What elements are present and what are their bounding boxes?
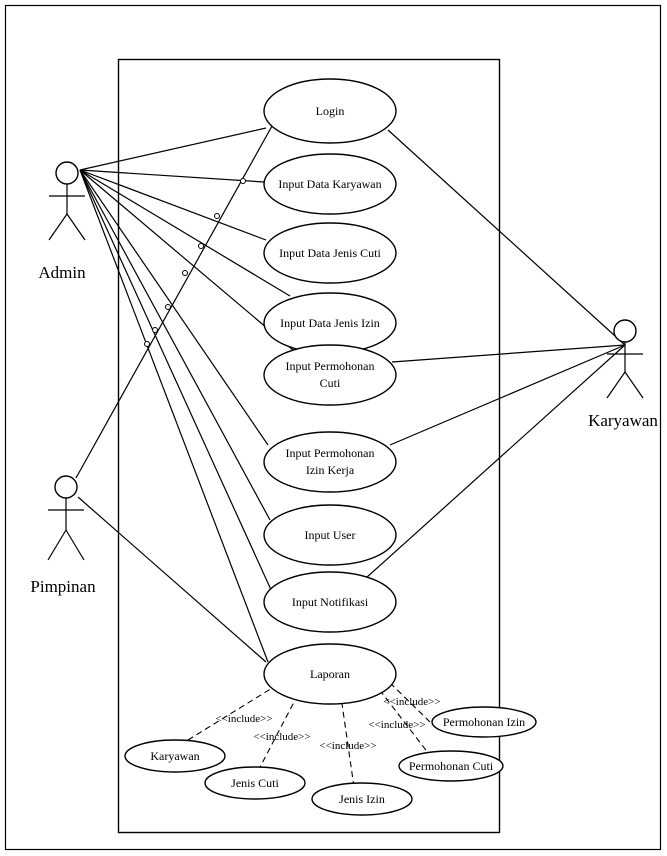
assoc-karyawan-input-permohonan-izin [389, 344, 626, 446]
include-label: <<include>> [383, 696, 440, 708]
actor-admin[interactable]: Admin [38, 161, 86, 282]
assoc-admin-laporan [79, 169, 269, 663]
outer-frame [4, 4, 662, 851]
use-case-label: Input Data Karyawan [278, 177, 381, 191]
assoc-karyawan-input-permohonan-cuti [391, 344, 626, 363]
include-line-jenis-izin [338, 682, 355, 788]
actor-head [54, 475, 78, 499]
assoc-pimpinan-login [75, 125, 273, 479]
use-case-input-data-jenis-izin[interactable]: Input Data Jenis Izin [263, 292, 397, 354]
use-case-label: Input User [305, 528, 356, 542]
use-case-input-notifikasi[interactable]: Input Notifikasi [263, 571, 397, 633]
use-case-input-data-karyawan[interactable]: Input Data Karyawan [263, 153, 397, 215]
crossing-hop [152, 327, 158, 333]
report-case-label: Jenis Cuti [231, 776, 279, 790]
report-case-label: Jenis Izin [339, 792, 385, 806]
report-case-jenis-izin[interactable]: Jenis Izin [311, 782, 413, 816]
crossing-hop [144, 341, 150, 347]
crossing-hop [198, 243, 204, 249]
assoc-pimpinan-laporan [77, 496, 267, 663]
include-label: <<include>> [368, 719, 425, 731]
include-label: <<include>> [253, 731, 310, 743]
use-case-label-line1: Input Permohonan [286, 446, 375, 460]
assoc-karyawan-login [387, 129, 626, 346]
actor-karyawan[interactable]: Karyawan [588, 319, 658, 430]
associations [75, 125, 626, 663]
crossing-hop [214, 213, 220, 219]
use-case-label: Input Notifikasi [292, 595, 369, 609]
assoc-admin-input-data-jenis-izin [79, 169, 291, 297]
report-case-label: Permohonan Izin [443, 715, 525, 729]
use-case-label: Input Data Jenis Izin [280, 316, 380, 330]
actor-head [613, 319, 637, 343]
include-label: <<include>> [215, 713, 272, 725]
use-case-input-permohonan-cuti[interactable]: Input Permohonan Cuti [263, 344, 397, 406]
include-label: <<include>> [319, 740, 376, 752]
assoc-admin-input-user [79, 169, 271, 521]
use-case-label: Laporan [310, 667, 350, 681]
report-case-permohonan-cuti[interactable]: Permohonan Cuti [398, 750, 504, 782]
use-case-input-permohonan-izin-kerja[interactable]: Input Permohonan Izin Kerja [263, 431, 397, 493]
actor-label: Admin [38, 263, 86, 282]
crossing-hop [165, 304, 171, 310]
assoc-karyawan-input-notifikasi [365, 344, 626, 579]
use-case-input-data-jenis-cuti[interactable]: Input Data Jenis Cuti [263, 222, 397, 284]
use-case-laporan[interactable]: Laporan [263, 643, 397, 705]
actor-label: Karyawan [588, 411, 658, 430]
report-case-permohonan-izin[interactable]: Permohonan Izin [431, 706, 537, 738]
assoc-admin-login [79, 127, 267, 171]
assoc-admin-input-permohonan-izin [79, 169, 269, 446]
use-case-label: Input Data Jenis Cuti [279, 246, 381, 260]
assoc-admin-input-permohonan-cuti [79, 169, 294, 351]
actor-label: Pimpinan [30, 577, 96, 596]
use-case-label-line1: Input Permohonan [286, 359, 375, 373]
use-case-label-line2: Izin Kerja [306, 463, 355, 477]
report-case-karyawan[interactable]: Karyawan [124, 739, 226, 773]
actor-head [55, 161, 79, 185]
crossing-hop [182, 270, 188, 276]
use-case-input-user[interactable]: Input User [263, 504, 397, 566]
assoc-admin-input-notifikasi [79, 169, 273, 593]
report-case-label: Karyawan [150, 749, 199, 763]
report-case-label: Permohonan Cuti [409, 759, 494, 773]
use-case-label-line2: Cuti [320, 376, 341, 390]
actor-pimpinan[interactable]: Pimpinan [30, 475, 96, 596]
use-case-login[interactable]: Login [263, 78, 397, 144]
crossing-hop [240, 178, 246, 184]
report-case-jenis-cuti[interactable]: Jenis Cuti [204, 766, 306, 800]
system-boundary [117, 58, 501, 834]
assoc-admin-input-data-karyawan [79, 169, 265, 183]
use-case-label: Login [316, 104, 345, 118]
assoc-admin-input-data-jenis-cuti [79, 169, 267, 241]
